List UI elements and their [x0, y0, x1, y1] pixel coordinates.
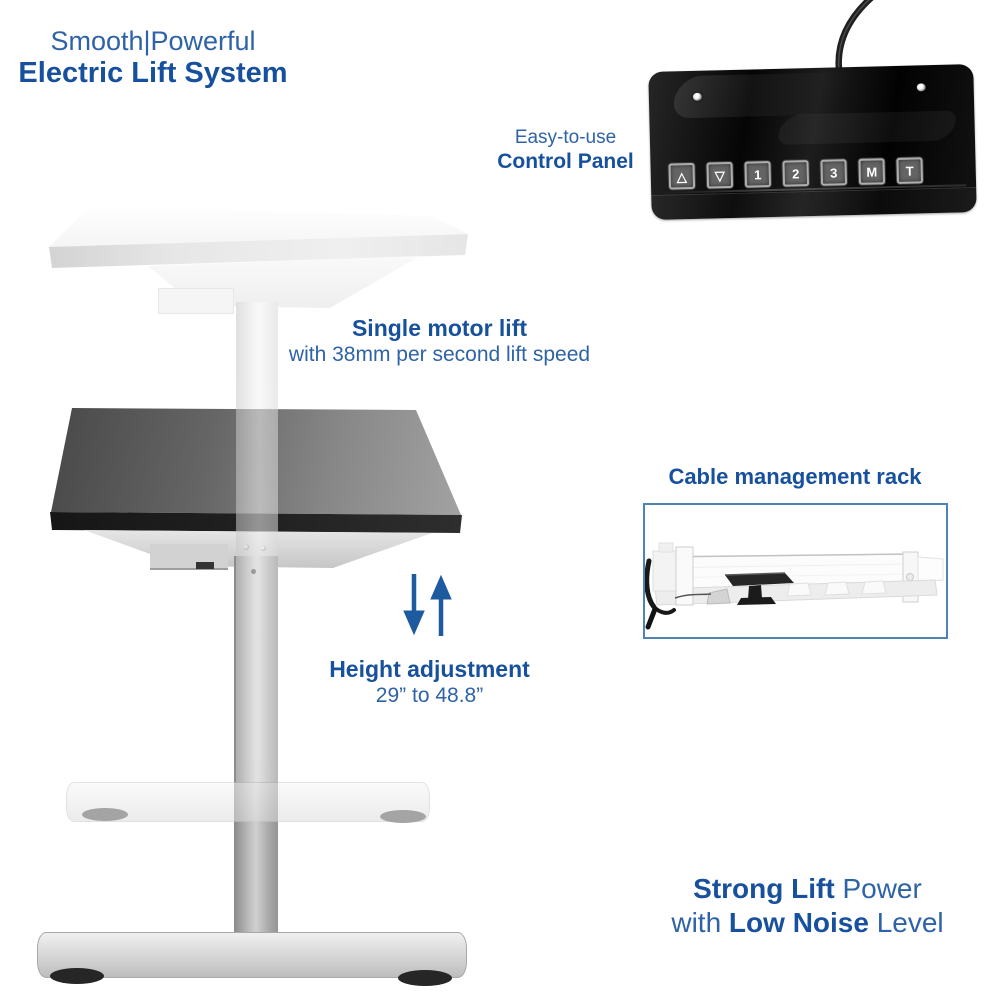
motor-subtitle: with 38mm per second lift speed	[288, 343, 591, 366]
cable-rack-photo	[643, 503, 948, 639]
foot-pad	[50, 968, 104, 984]
cable-rack-drawing	[644, 542, 944, 630]
power-bold1: Strong Lift	[693, 873, 835, 904]
ghost-desk-leg-column	[236, 302, 278, 788]
power-line1: Strong Lift Power	[650, 872, 965, 906]
up-down-arrows-icon	[403, 574, 452, 636]
lift-motor-housing	[150, 544, 228, 570]
motor-annotation: Single motor lift with 38mm per second l…	[272, 314, 607, 368]
power-text1: Power	[834, 873, 922, 904]
height-title: Height adjustment	[329, 656, 530, 682]
power-text2a: with	[671, 907, 729, 938]
foot-pad	[398, 970, 452, 986]
panel-caption: Easy-to-use Control Panel	[488, 126, 643, 175]
power-text2b: Level	[868, 907, 944, 938]
tagline: Smooth|Powerful	[50, 26, 256, 56]
height-range: 29” to 48.8”	[375, 684, 484, 707]
ghost-foot-pad	[380, 810, 426, 823]
power-line2: with Low Noise Level	[650, 906, 965, 940]
height-annotation: Height adjustment 29” to 48.8”	[322, 655, 537, 709]
power-bold2: Low Noise	[728, 907, 869, 938]
product-title: Electric Lift System	[18, 57, 288, 89]
panel-caption-line1: Easy-to-use	[514, 127, 617, 148]
ghost-foot-pad	[82, 808, 128, 821]
power-annotation: Strong Lift Power with Low Noise Level	[650, 872, 965, 940]
page-title: Smooth|Powerful Electric Lift System	[18, 26, 288, 90]
desk-foot	[37, 932, 467, 978]
motor-port	[196, 562, 214, 569]
motor-title: Single motor lift	[351, 315, 528, 341]
panel-caption-line2: Control Panel	[497, 150, 634, 173]
ghost-lift-motor-housing	[158, 288, 234, 314]
cable-rack-title: Cable management rack	[668, 464, 922, 489]
